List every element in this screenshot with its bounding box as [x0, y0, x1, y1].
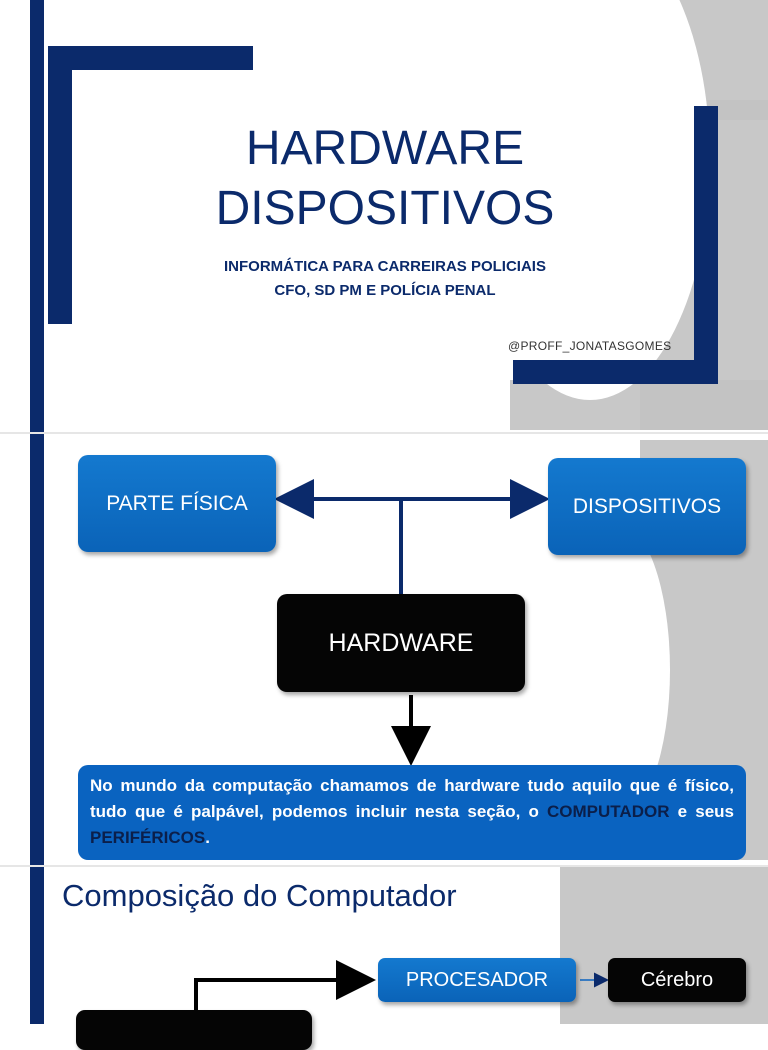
frame-bottom-right-vertical — [694, 106, 718, 384]
cover-title-line1: HARDWARE — [245, 122, 525, 175]
hardware-label: HARDWARE — [328, 628, 474, 657]
hardware-box: HARDWARE — [277, 594, 525, 692]
description-text-1: No mundo da computação chamamos de hardw… — [90, 776, 734, 821]
pattern-mask-cover — [470, 0, 710, 400]
parte-fisica-box: PARTE FÍSICA — [78, 455, 276, 552]
dispositivos-box: DISPOSITIVOS — [548, 458, 746, 555]
processador-box: PROCESADOR — [378, 958, 576, 1002]
description-highlight-computador: COMPUTADOR — [547, 802, 670, 821]
hardware-description: No mundo da computação chamamos de hardw… — [78, 765, 746, 860]
processador-label: PROCESADOR — [405, 968, 549, 991]
left-edge-bar — [30, 0, 44, 1024]
author-handle: @PROFF_JONATASGOMES — [508, 339, 672, 353]
cover-subtitle-line2: CFO, SD PM E POLÍCIA PENAL — [274, 282, 496, 299]
diagram-connectors — [194, 479, 609, 1024]
cover-subtitle-line1: INFORMÁTICA PARA CARREIRAS POLICIAIS — [224, 258, 546, 275]
page-divider-1 — [0, 432, 768, 434]
frame-bottom-right-horizontal — [513, 360, 718, 384]
connector-processor — [194, 960, 376, 1024]
cerebro-label: Cérebro — [640, 968, 714, 991]
description-highlight-perifericos: PERIFÉRICOS — [90, 828, 206, 847]
frame-top-left-horizontal — [48, 46, 253, 70]
cover-title-line2: DISPOSITIVOS — [215, 182, 555, 235]
section-title: Composição do Computador — [62, 878, 457, 913]
computador-box — [76, 1010, 312, 1050]
parte-fisica-label: PARTE FÍSICA — [106, 491, 248, 515]
frame-top-left-vertical — [48, 46, 72, 324]
description-text-2: e seus — [669, 802, 734, 821]
description-text-3: . — [205, 828, 210, 847]
cerebro-box: Cérebro — [608, 958, 746, 1002]
page-divider-2 — [0, 865, 768, 867]
dispositivos-label: DISPOSITIVOS — [572, 494, 722, 518]
